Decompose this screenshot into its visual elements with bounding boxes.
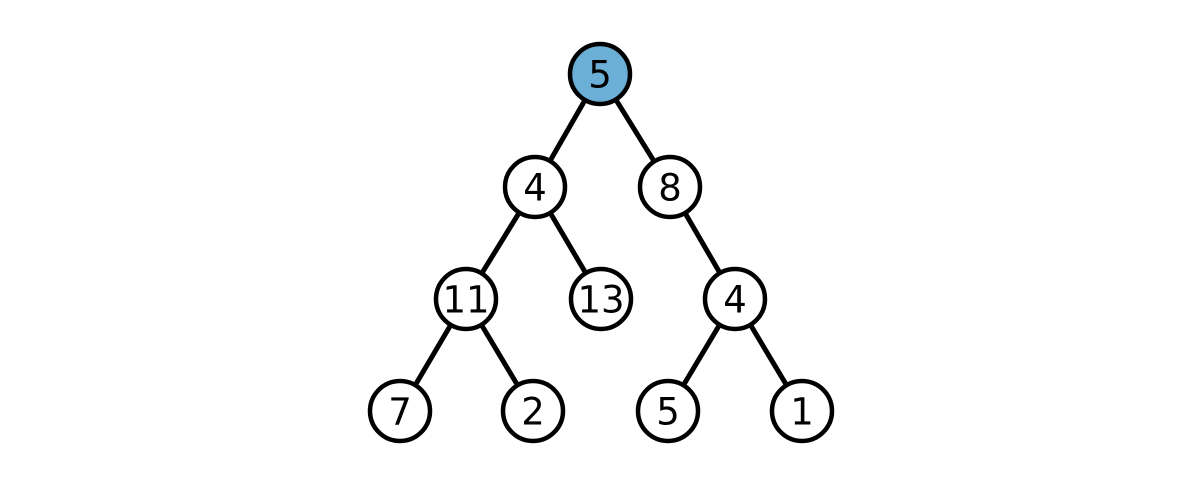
tree-node[interactable]: 5 (635, 378, 701, 444)
tree-node[interactable]: 5 (567, 41, 633, 107)
tree-edge (679, 320, 724, 390)
node-circle[interactable] (769, 378, 835, 444)
node-circle[interactable] (637, 154, 703, 220)
tree-edge (478, 208, 523, 278)
node-label: 2 (521, 391, 545, 434)
node-label: 1 (790, 391, 814, 434)
tree-edge (612, 95, 658, 166)
tree-node[interactable]: 13 (568, 266, 634, 332)
node-label: 4 (723, 279, 747, 322)
node-layer: 5 4 8 11 13 4 7 2 5 1 (367, 41, 835, 444)
tree-edge (477, 320, 522, 390)
tree-edge (546, 95, 589, 166)
tree-node[interactable]: 1 (769, 378, 835, 444)
node-label: 7 (388, 391, 412, 434)
tree-node[interactable]: 8 (637, 154, 703, 220)
tree-edge (681, 208, 724, 278)
node-label: 5 (656, 391, 680, 434)
tree-node[interactable]: 2 (500, 378, 566, 444)
tree-node[interactable]: 4 (702, 266, 768, 332)
node-circle[interactable] (635, 378, 701, 444)
node-circle[interactable] (568, 266, 634, 332)
node-circle[interactable] (502, 154, 568, 220)
node-circle[interactable] (433, 266, 499, 332)
tree-edge (746, 320, 791, 390)
node-label: 11 (442, 279, 489, 322)
tree-node[interactable]: 11 (433, 266, 499, 332)
tree-edge (411, 320, 455, 390)
tree-edge (546, 208, 590, 278)
edge-layer (411, 95, 791, 390)
node-label: 8 (658, 167, 682, 210)
tree-node[interactable]: 7 (367, 378, 433, 444)
node-circle[interactable] (500, 378, 566, 444)
node-label: 13 (577, 279, 624, 322)
tree-node[interactable]: 4 (502, 154, 568, 220)
node-label: 4 (523, 167, 547, 210)
node-circle[interactable] (367, 378, 433, 444)
node-label: 5 (588, 54, 612, 97)
node-circle-highlighted[interactable] (567, 41, 633, 107)
node-circle[interactable] (702, 266, 768, 332)
